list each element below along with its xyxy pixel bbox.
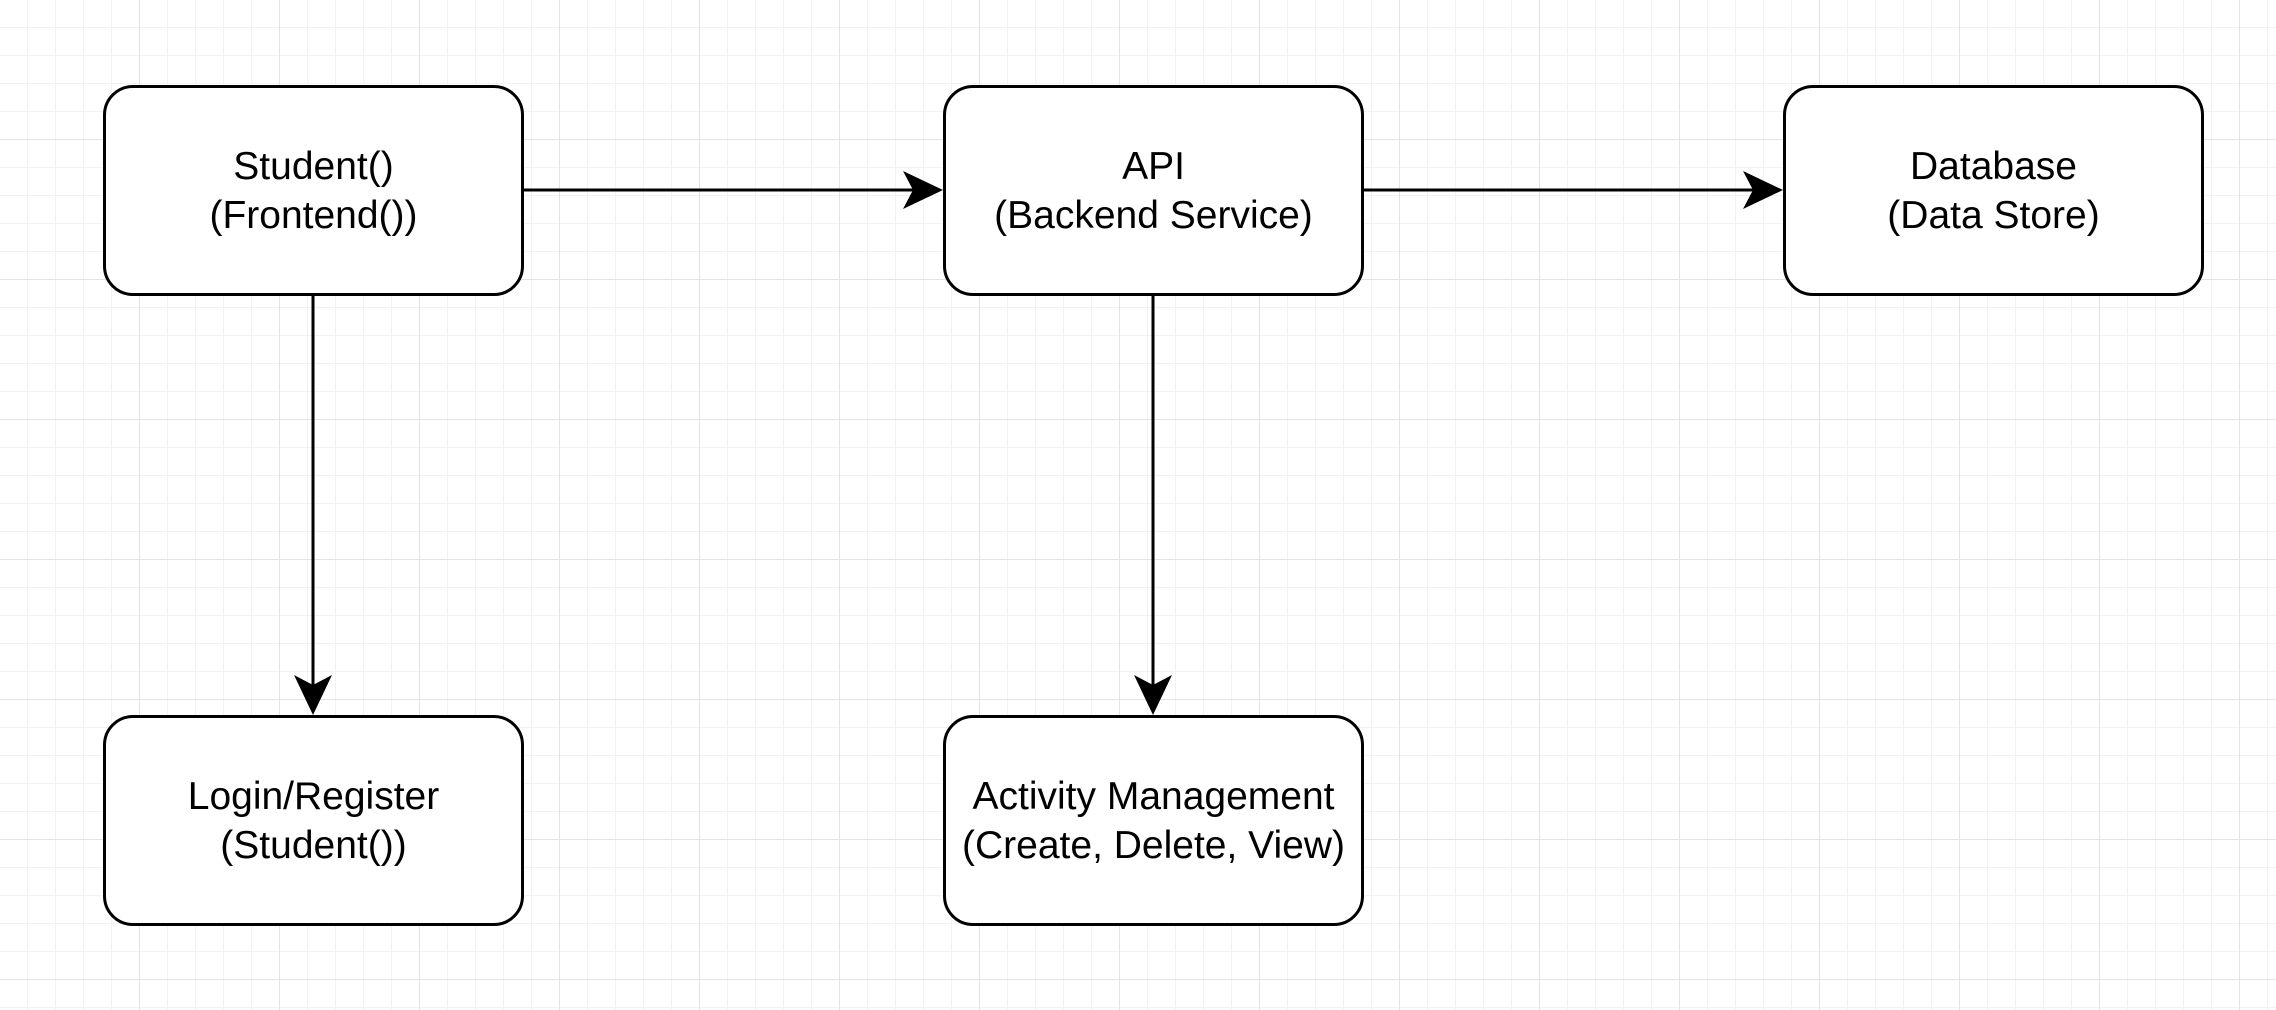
arrowhead-icon <box>903 171 943 209</box>
node-login-register[interactable]: Login/Register (Student()) <box>103 715 524 926</box>
node-label-line1: Student() <box>233 144 394 188</box>
node-label-line2: (Student()) <box>220 823 407 867</box>
node-label-line1: Activity Management <box>972 774 1335 818</box>
edge-api-to-database[interactable] <box>1364 171 1783 209</box>
edge-api-to-activity[interactable] <box>1134 296 1172 715</box>
node-api-backend[interactable]: API (Backend Service) <box>943 85 1364 296</box>
node-label-line2: (Create, Delete, View) <box>962 823 1345 867</box>
node-label-line1: Database <box>1910 144 2077 188</box>
node-student-frontend[interactable]: Student() (Frontend()) <box>103 85 524 296</box>
node-activity-management[interactable]: Activity Management (Create, Delete, Vie… <box>943 715 1364 926</box>
node-label-line2: (Backend Service) <box>994 193 1313 237</box>
node-label-line1: API <box>1122 144 1185 188</box>
node-label-line1: Login/Register <box>187 774 440 818</box>
node-database[interactable]: Database (Data Store) <box>1783 85 2204 296</box>
node-label-line2: (Frontend()) <box>209 193 418 237</box>
node-label-line2: (Data Store) <box>1887 193 2100 237</box>
edge-student-to-login[interactable] <box>294 296 332 715</box>
edge-student-to-api[interactable] <box>524 171 943 209</box>
arrowhead-icon <box>1134 675 1172 715</box>
arrowhead-icon <box>294 675 332 715</box>
arrowhead-icon <box>1743 171 1783 209</box>
